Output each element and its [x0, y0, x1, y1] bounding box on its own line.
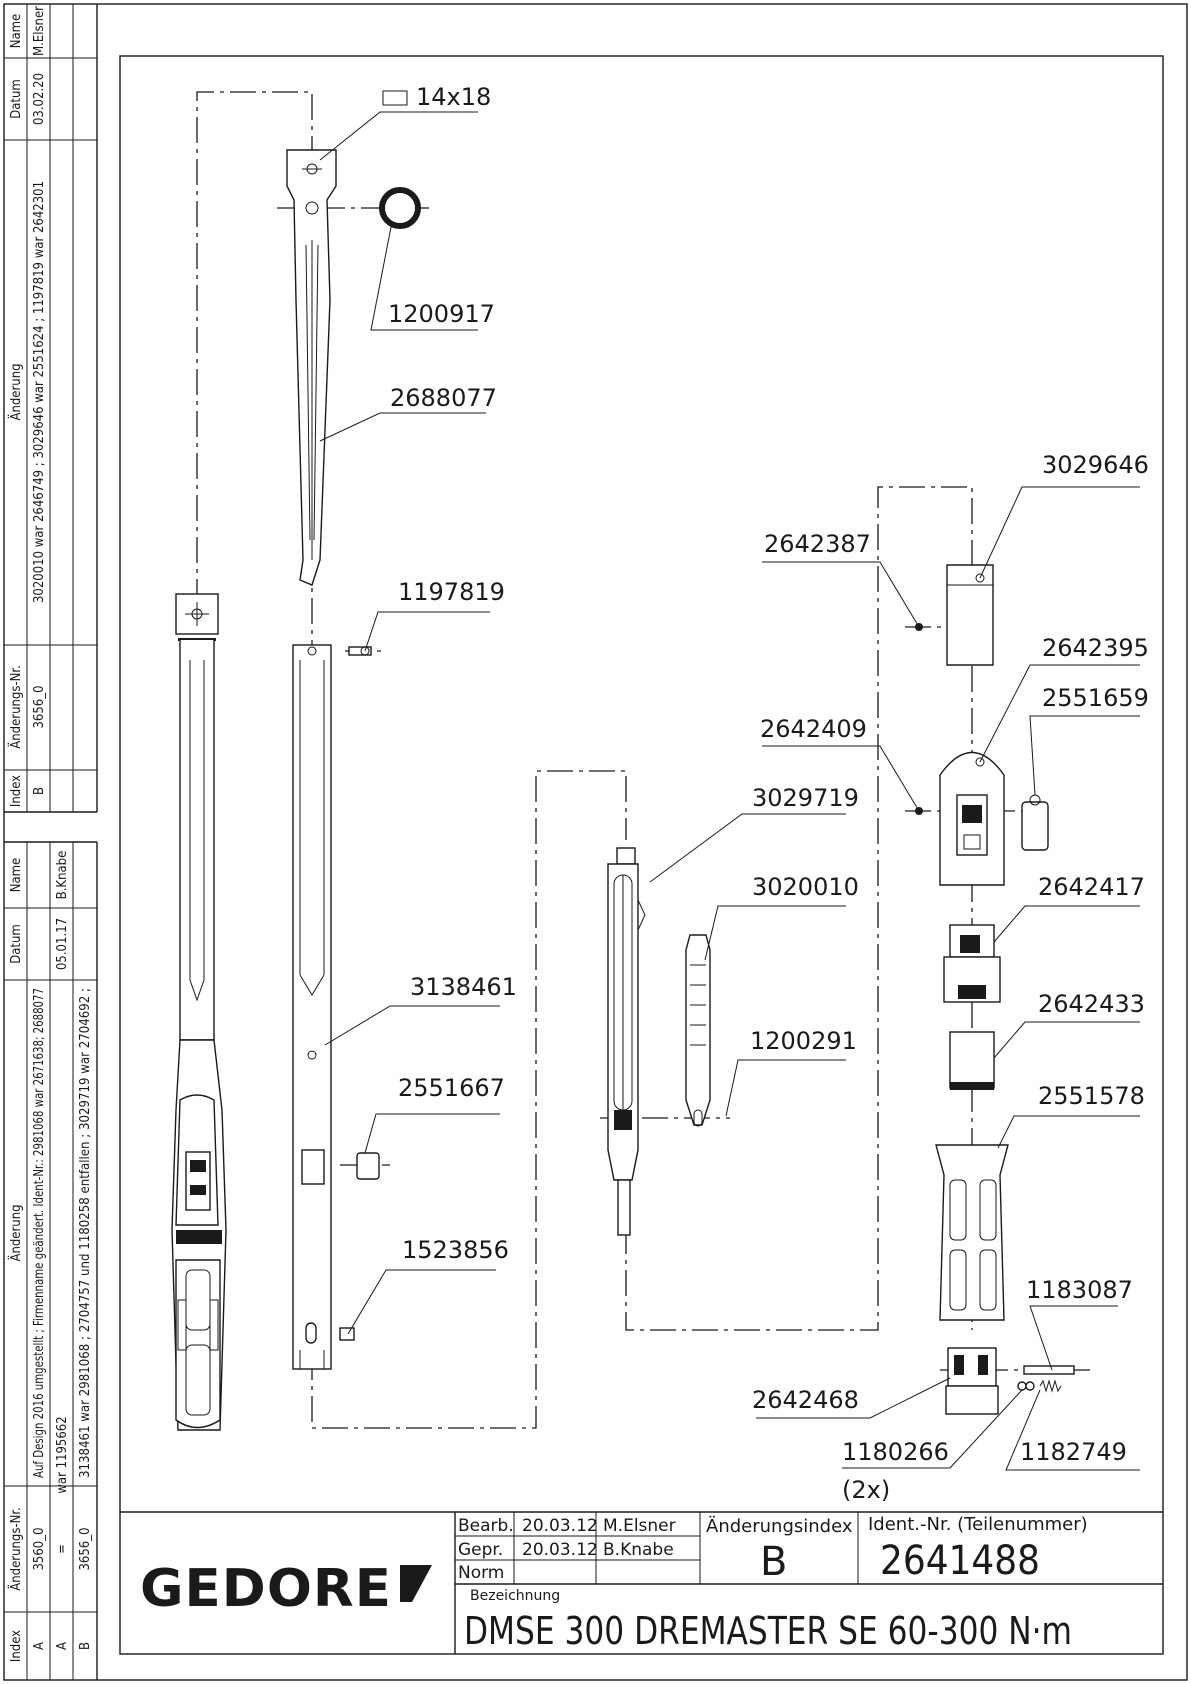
change-index-value: B	[760, 1539, 787, 1585]
rev-upper-index: B	[32, 787, 47, 795]
designation-label: Bezeichnung	[470, 1588, 560, 1604]
label-2642433: 2642433	[1038, 990, 1145, 1018]
pin-1197819	[348, 646, 372, 656]
header-index-lower: Index	[9, 1630, 24, 1662]
label-1200917: 1200917	[388, 300, 495, 328]
label-14x18: 14x18	[416, 83, 491, 111]
rev-b-change: 3138461 war 2981068 ; 2704757 und 118025…	[78, 988, 93, 1478]
header-change: Änderung	[8, 363, 24, 420]
revision-block-lower: Name Datum Änderung Änderungs-Nr. Index …	[4, 841, 98, 1680]
spring-1182749	[1039, 1379, 1062, 1393]
ident-number: 2641488	[880, 1538, 1040, 1584]
part-2551667	[356, 1152, 380, 1180]
bearb-label: Bearb.	[458, 1516, 514, 1536]
housing-2642395	[939, 751, 1005, 886]
logo-text: GEDORE	[140, 1559, 392, 1619]
end-cap-2642468	[945, 1347, 999, 1415]
label-1183087: 1183087	[1026, 1276, 1133, 1304]
part-2551659	[1021, 794, 1049, 851]
rev-a1-change: Auf Design 2016 umgestellt ; Firmenname …	[32, 988, 47, 1478]
gepr-label: Gepr.	[458, 1540, 503, 1560]
label-qty-2x: (2x)	[842, 1476, 890, 1504]
label-2551667: 2551667	[398, 1074, 505, 1102]
rev-a2-change-no: =	[55, 1544, 70, 1554]
label-2642409: 2642409	[760, 715, 867, 743]
ident-label: Ident.-Nr. (Teilenummer)	[868, 1514, 1088, 1535]
screw-1523856	[339, 1327, 355, 1341]
gedore-logo: GEDORE	[140, 1559, 432, 1619]
leader-lines	[319, 90, 1140, 1471]
label-2688077: 2688077	[390, 384, 497, 412]
rev-a1-name: B.Knabe	[55, 851, 70, 900]
wrench-assembled	[171, 593, 227, 1431]
rev-a2-change: war 1195662	[55, 1416, 70, 1493]
cap-3029646	[946, 564, 994, 666]
label-3029646: 3029646	[1042, 451, 1149, 479]
header-date-lower: Datum	[9, 924, 24, 964]
header-date: Datum	[9, 79, 24, 119]
ratchet-head-part	[286, 149, 337, 586]
rev-a1-date: 05.01.17	[55, 918, 70, 970]
label-3138461: 3138461	[410, 973, 517, 1001]
rev-a1-change-no: 3560_0	[32, 1527, 47, 1570]
header-index: Index	[9, 775, 24, 807]
label-1182749: 1182749	[1020, 1438, 1127, 1466]
logo-mark	[400, 1565, 432, 1602]
rev-upper-change: 3020010 war 2646749 ; 3029646 war 255162…	[32, 181, 47, 603]
gepr-name: B.Knabe	[603, 1540, 674, 1560]
bearb-name: M.Elsner	[603, 1516, 676, 1536]
rev-a1-index: A	[32, 1642, 47, 1650]
label-2642387: 2642387	[764, 530, 871, 558]
label-2551578: 2551578	[1038, 1082, 1145, 1110]
rev-b-change-no: 3656_0	[78, 1527, 93, 1570]
ball-1180266	[1017, 1381, 1035, 1391]
header-name: Name	[9, 14, 24, 49]
rev-upper-name: M.Elsner	[32, 6, 47, 56]
bearb-date: 20.03.12	[522, 1516, 598, 1536]
gepr-date: 20.03.12	[522, 1540, 598, 1560]
part-labels: 14x18 1200917 2688077 1197819 3138461 25…	[388, 83, 1149, 1504]
label-1197819: 1197819	[398, 578, 505, 606]
revision-block-upper: Name Datum Änderung Änderungs-Nr. Index …	[4, 4, 98, 813]
rev-b-index: B	[78, 1642, 93, 1650]
label-2642468: 2642468	[752, 1386, 859, 1414]
scale-part-3020010	[685, 934, 711, 1127]
drawing-frame	[119, 55, 1164, 1655]
label-1200291: 1200291	[750, 1027, 857, 1055]
label-3020010: 3020010	[752, 873, 859, 901]
label-2551659: 2551659	[1042, 684, 1149, 712]
header-change-no-lower: Änderungs-Nr.	[8, 1507, 24, 1590]
rev-a2-index: A	[55, 1642, 70, 1650]
header-change-no: Änderungs-Nr.	[8, 665, 24, 748]
label-2642417: 2642417	[1038, 873, 1145, 901]
norm-label: Norm	[458, 1563, 504, 1583]
label-1180266: 1180266	[842, 1438, 949, 1466]
title-block: GEDORE Bearb. 20.03.12 M.Elsner Gepr. 20…	[120, 1511, 1163, 1654]
part-2642417	[943, 924, 1001, 1003]
label-1523856: 1523856	[402, 1236, 509, 1264]
change-index-label: Änderungsindex	[706, 1516, 853, 1537]
header-name-lower: Name	[9, 858, 24, 893]
label-2642395: 2642395	[1042, 634, 1149, 662]
label-3029719: 3029719	[752, 784, 859, 812]
tube-part	[292, 644, 332, 1370]
pin-1183087	[1023, 1365, 1075, 1375]
designation-text: DMSE 300 DREMASTER SE 60-300 N·m	[464, 1609, 1072, 1653]
header-change-lower: Änderung	[8, 1204, 24, 1261]
rev-upper-date: 03.02.20	[32, 73, 47, 125]
torque-mechanism-part	[607, 847, 646, 1236]
part-2642433	[949, 1031, 995, 1090]
rev-upper-change-no: 3656_0	[32, 685, 47, 728]
ring-part	[379, 187, 421, 229]
handle-2551578	[935, 1144, 1009, 1321]
